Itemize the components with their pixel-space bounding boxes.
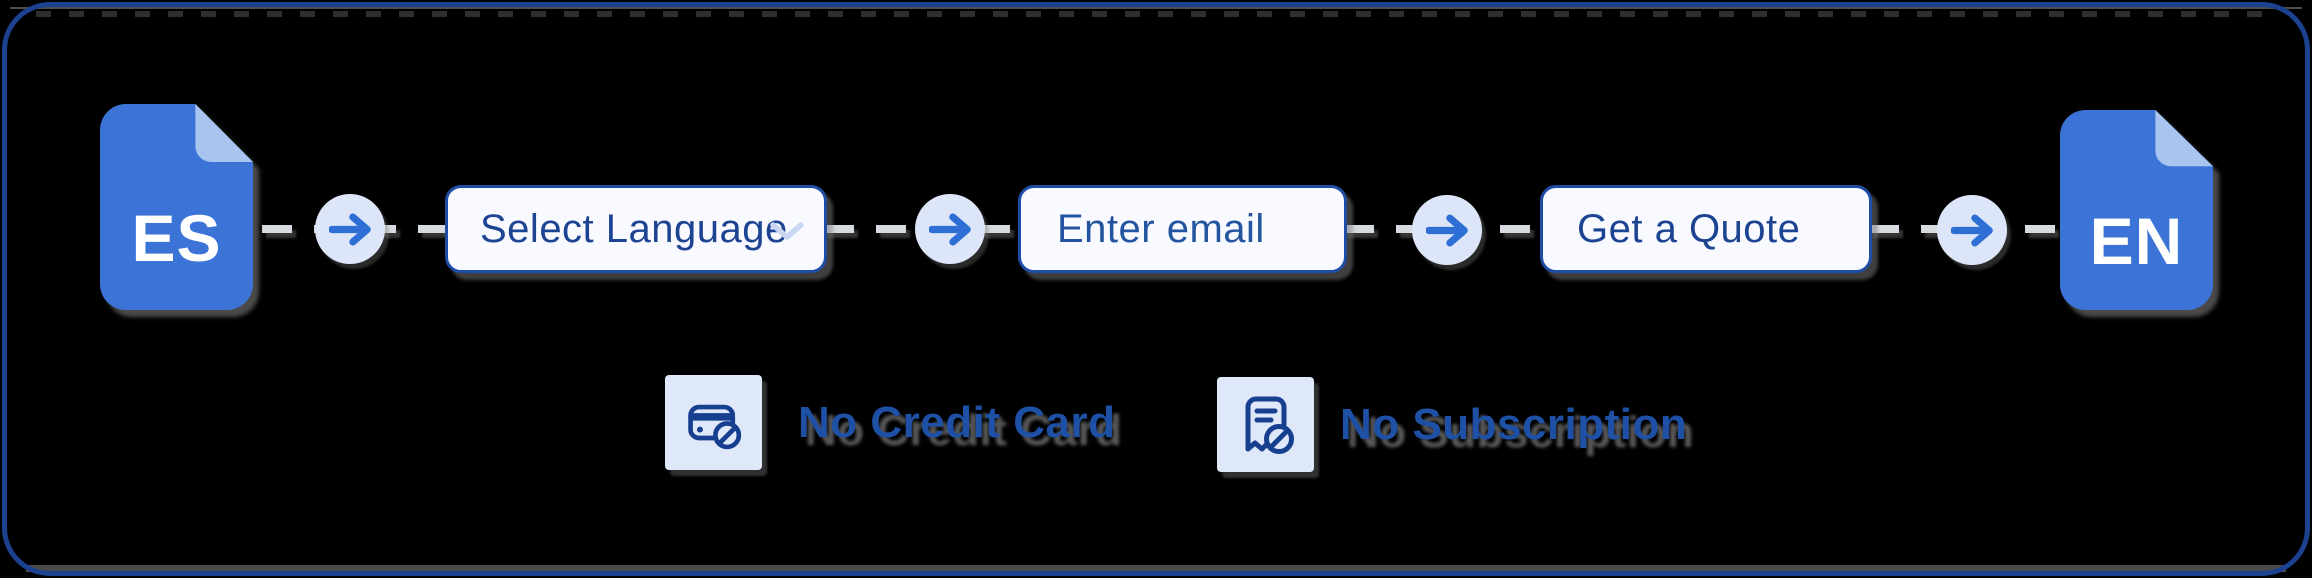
no-credit-card-icon: [687, 404, 741, 449]
no-subscription-icon: [1245, 396, 1294, 454]
top-dashed-line: [36, 11, 2276, 17]
target-language-code: EN: [2089, 204, 2184, 278]
language-select-label: Select Language: [480, 206, 788, 251]
source-document: ES: [100, 104, 253, 310]
bottom-shadow-line: [26, 565, 2286, 572]
badge-label: No Subscription: [1340, 399, 1688, 449]
arrow-right-icon: [929, 213, 971, 245]
file-es-icon: [100, 104, 253, 310]
source-language-code: ES: [131, 201, 222, 275]
get-quote-label: Get a Quote: [1577, 206, 1801, 251]
no-subscription-badge: No Subscription: [1217, 377, 1687, 472]
badge-icon-tile: [1217, 377, 1314, 472]
flow-arrow-step-3: [1412, 195, 1482, 265]
email-input[interactable]: [1018, 185, 1347, 273]
chevron-down-icon: [770, 222, 804, 240]
arrow-right-icon: [1951, 214, 1993, 246]
arrow-right-icon: [1426, 214, 1468, 246]
badge-label: No Credit Card: [798, 397, 1116, 447]
get-quote-button[interactable]: Get a Quote: [1540, 185, 1872, 273]
flow-arrow-step-4: [1937, 195, 2007, 265]
badge-icon-tile: [665, 375, 762, 470]
flow-arrow-step-1: [315, 194, 385, 264]
top-shadow-line: [10, 7, 2302, 9]
flow-arrow-step-2: [915, 194, 985, 264]
language-select[interactable]: Select Language: [445, 185, 827, 273]
arrow-right-icon: [329, 213, 371, 245]
file-en-icon: [2060, 110, 2213, 310]
no-credit-card-badge: No Credit Card: [665, 375, 1115, 470]
target-document: EN: [2060, 110, 2213, 310]
